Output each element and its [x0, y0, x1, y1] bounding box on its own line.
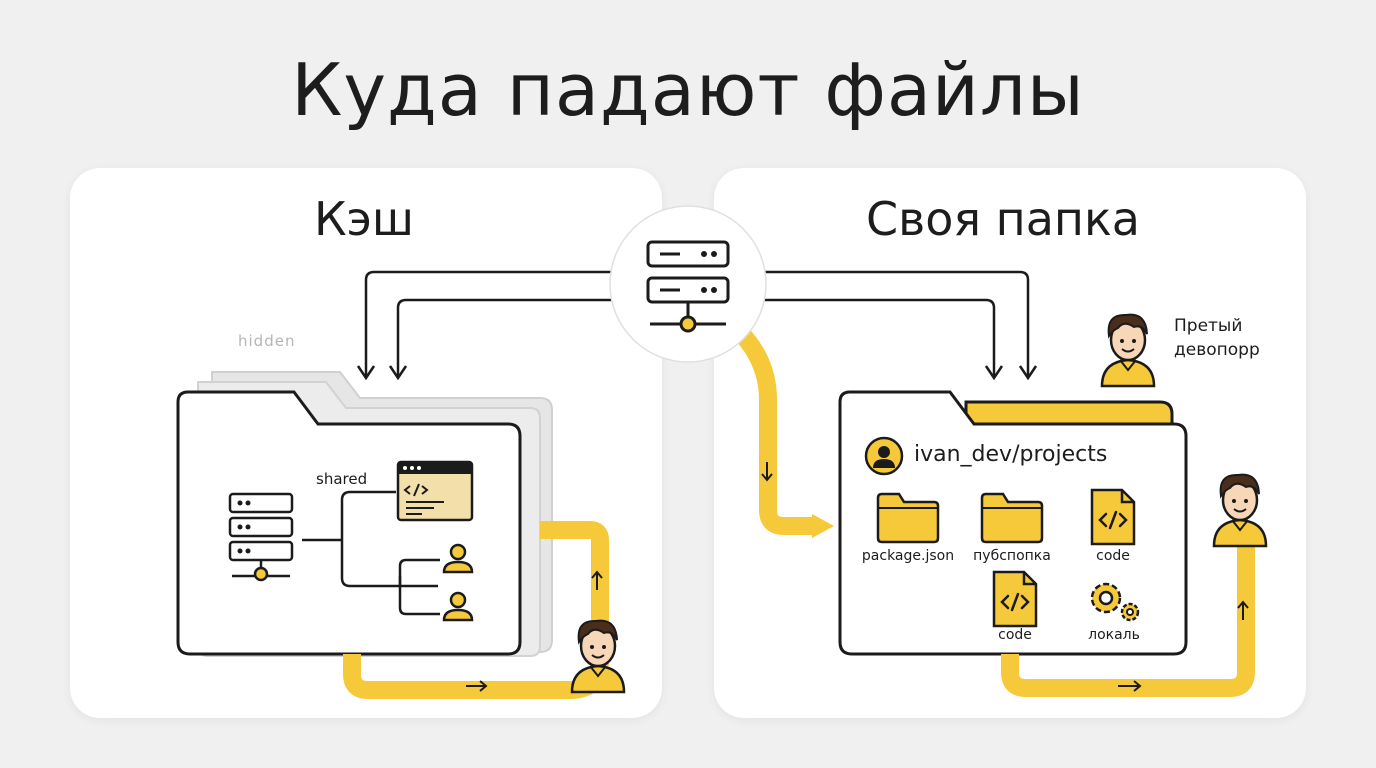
code-file-icon — [992, 570, 1038, 628]
own-folder-panel-title: Своя папка — [866, 192, 1140, 246]
shared-label: shared — [316, 470, 368, 488]
item-label-code: code — [1096, 548, 1130, 564]
hidden-label: hidden — [238, 332, 296, 350]
user-icon — [442, 591, 474, 622]
developer-avatar-right — [1212, 473, 1268, 548]
cache-folder — [176, 390, 522, 656]
user-circle-icon — [864, 436, 904, 476]
folder-path: ivan_dev/projects — [914, 442, 1108, 467]
developer-label-line1: Претый — [1174, 316, 1243, 336]
server-icon — [228, 492, 294, 582]
page-title: Куда падают файлы — [291, 48, 1085, 132]
folder-icon — [876, 492, 940, 544]
item-label-locale: локаль — [1088, 627, 1140, 643]
server-to-folder-flow — [731, 323, 834, 538]
user-icon — [442, 543, 474, 574]
developer-label-line2: девопорр — [1174, 340, 1260, 360]
item-label-code-2: code — [998, 627, 1032, 643]
code-window-icon — [396, 460, 474, 522]
item-label-pubspopka: пубспопка — [973, 548, 1051, 564]
gear-icon — [1090, 582, 1140, 622]
cache-panel-title: Кэш — [314, 192, 414, 246]
developer-avatar-cache — [570, 619, 626, 694]
item-label-package-json: package.json — [861, 548, 955, 564]
developer-avatar-top — [1100, 313, 1156, 388]
code-file-icon — [1090, 488, 1136, 546]
folder-icon — [980, 492, 1044, 544]
server-download-arrows — [356, 270, 1038, 381]
own-folder-flow-path — [1001, 540, 1255, 697]
central-server-icon — [609, 205, 767, 363]
shared-tree-lines — [302, 490, 440, 616]
